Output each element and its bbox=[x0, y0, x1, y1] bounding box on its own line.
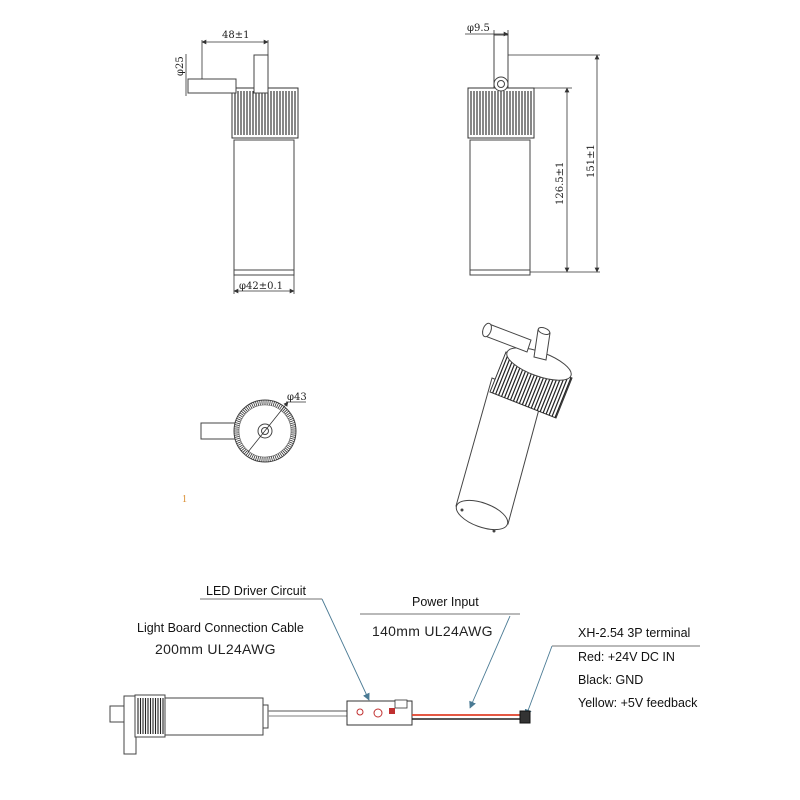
dim-body-diameter: φ42±0.1 bbox=[239, 281, 283, 292]
label-pin-yellow: Yellow: +5V feedback bbox=[578, 696, 698, 710]
xh-terminal bbox=[519, 710, 531, 724]
label-terminal-title: XH-2.54 3P terminal bbox=[578, 626, 690, 640]
side-body bbox=[469, 139, 531, 271]
front-nozzle bbox=[253, 54, 269, 94]
dim-knob-diameter: φ43 bbox=[287, 392, 307, 403]
front-base-ring bbox=[233, 269, 295, 276]
front-body bbox=[233, 139, 295, 271]
dim-total-height: 151±1 bbox=[586, 144, 597, 178]
side-knurled-cap bbox=[467, 87, 535, 139]
label-cable-title: Light Board Connection Cable bbox=[137, 621, 304, 635]
label-pin-black: Black: GND bbox=[578, 673, 643, 687]
iso-base bbox=[455, 499, 509, 531]
wiring-lamp-nozzle bbox=[123, 695, 137, 755]
label-power-title: Power Input bbox=[412, 595, 479, 609]
dim-nozzle-diameter: φ9.5 bbox=[467, 23, 490, 34]
front-knurled-cap bbox=[231, 87, 299, 139]
isometric-view bbox=[455, 322, 573, 533]
leader-terminal bbox=[524, 645, 553, 717]
dim-body-height: 126.5±1 bbox=[555, 162, 566, 205]
top-view: φ43 bbox=[200, 392, 307, 463]
leader-power-input bbox=[469, 615, 511, 709]
label-cable-spec: 200mm UL24AWG bbox=[155, 641, 276, 657]
front-view: 48±1 φ25 φ42±0.1 bbox=[175, 30, 299, 294]
dim-arm-diameter: φ25 bbox=[175, 56, 186, 76]
label-power-spec: 140mm UL24AWG bbox=[372, 623, 493, 639]
label-pin-red: Red: +24V DC IN bbox=[578, 650, 675, 664]
leader-led-driver bbox=[321, 598, 370, 701]
top-knurled-ring bbox=[234, 400, 296, 462]
dim-arm-length: 48±1 bbox=[222, 30, 249, 41]
wiring-diagram: LED Driver Circuit Light Board Connectio… bbox=[109, 584, 700, 755]
wiring-lamp-body bbox=[164, 697, 264, 736]
side-view: φ9.5 126.5±1 151±1 bbox=[465, 23, 600, 276]
page-marker: 1 bbox=[182, 494, 187, 505]
led-driver-board bbox=[346, 700, 413, 726]
front-side-arm bbox=[187, 78, 237, 94]
label-led-driver: LED Driver Circuit bbox=[206, 584, 307, 598]
